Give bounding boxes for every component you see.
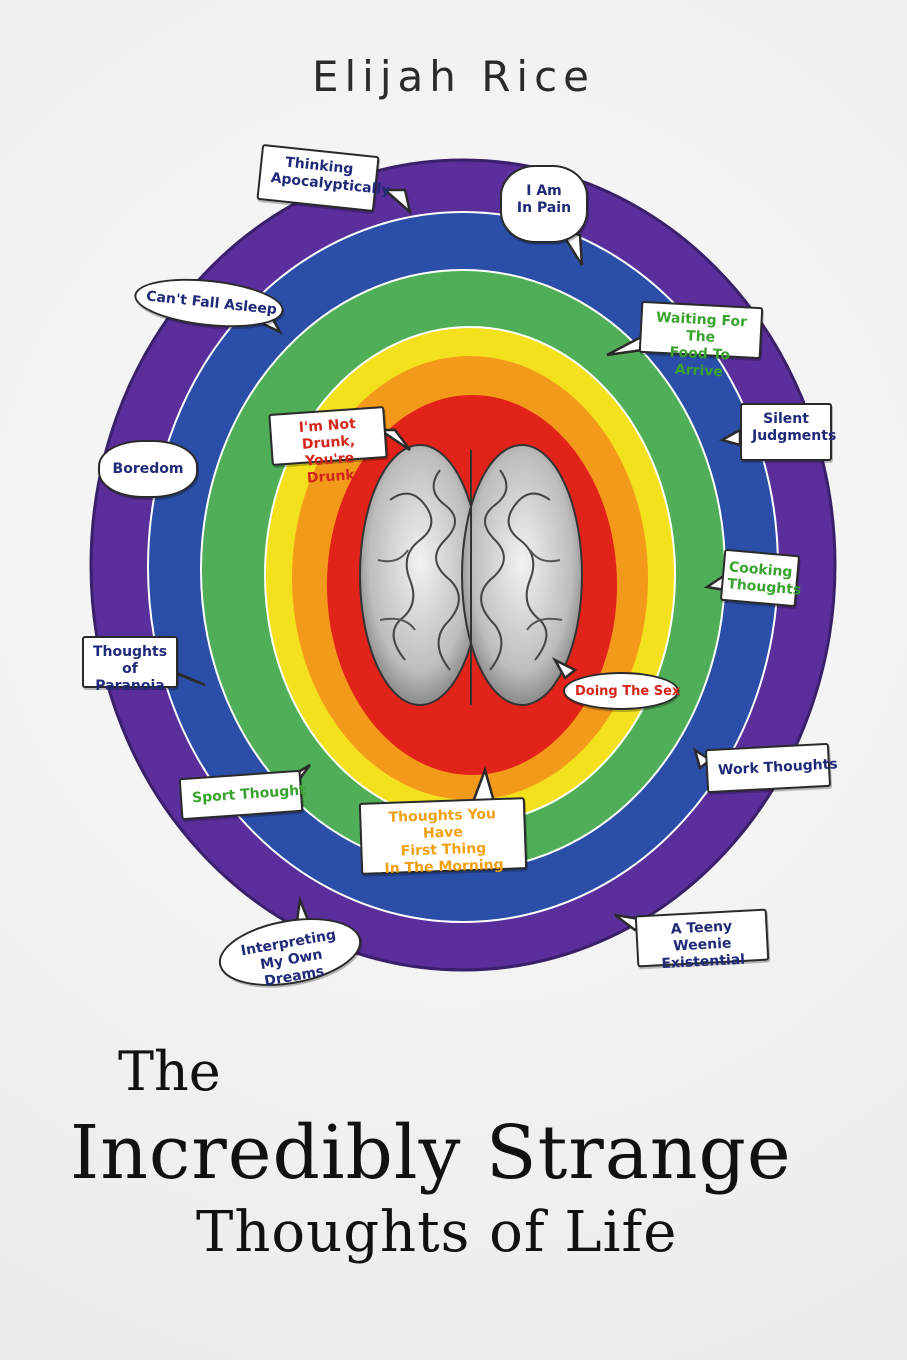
bubble-sport-thought: Sport Thought — [178, 769, 307, 821]
brain-icon — [359, 444, 583, 706]
bubble-cooking-thoughts: Cooking Thoughts — [719, 548, 802, 608]
bubble-i-am-in-pain: I Am In Pain — [500, 165, 588, 243]
bubble-text: Can't Fall Asleep — [145, 288, 278, 319]
bubble-doing-the-sex: Doing The Sex — [563, 672, 681, 710]
bubble-thoughts-of-paranoia: Thoughts of Paranoia — [82, 636, 178, 694]
bubble-not-drunk: I'm Not Drunk, You're Drunk — [268, 406, 388, 487]
bubble-work-thoughts: Work Thoughts — [704, 742, 838, 794]
author-name: Elijah Rice — [311, 52, 596, 101]
bubble-text: Cooking Thoughts — [726, 559, 802, 599]
book-title-line-2: Incredibly Strange — [70, 1110, 792, 1196]
bubble-text: A Teeny Weenie Existential — [661, 918, 746, 973]
bubble-text: I Am In Pain — [516, 183, 572, 216]
bubble-text: Sport Thought — [191, 782, 307, 807]
bubble-waiting-for-food: Waiting For The Food To Arrive — [638, 300, 764, 380]
bubble-text: Work Thoughts — [717, 756, 839, 779]
bubble-text: Thinking Apocalyptically — [269, 154, 392, 199]
bubble-silent-judgments: Silent Judgments — [740, 403, 836, 461]
bubble-teeny-weenie: A Teeny Weenie Existential — [634, 908, 770, 972]
bubble-text: Doing The Sex — [575, 684, 681, 699]
bubble-text: Silent Judgments — [752, 411, 837, 444]
bubble-first-thing-morning: Thoughts You Have First Thing In The Mor… — [358, 797, 528, 878]
bubble-text: Thoughts of Paranoia — [92, 644, 168, 694]
book-title-line-1: The — [118, 1040, 221, 1103]
book-title-line-3: Thoughts of Life — [196, 1200, 678, 1265]
bubble-text: Boredom — [112, 461, 184, 477]
bubble-text: I'm Not Drunk, You're Drunk — [298, 416, 357, 487]
bubble-boredom: Boredom — [98, 440, 198, 498]
bubble-text: Thoughts You Have First Thing In The Mor… — [384, 806, 504, 878]
